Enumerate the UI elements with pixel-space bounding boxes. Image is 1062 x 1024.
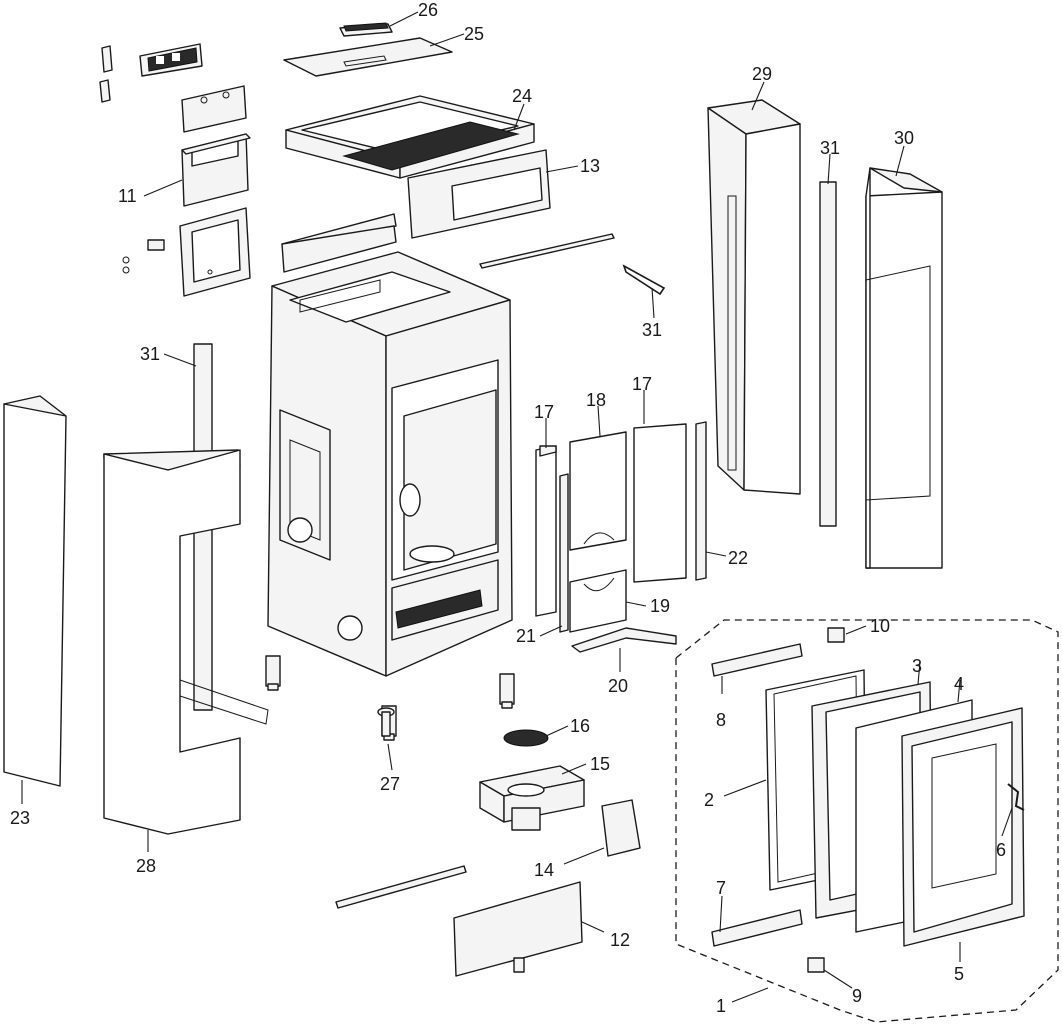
callout-8: 8: [716, 710, 726, 730]
callout-1: 1: [716, 996, 726, 1016]
part-22-top-frame: [285, 95, 535, 179]
callout-2: 2: [704, 790, 714, 810]
callout-18: 18: [586, 390, 606, 410]
callout-6: 6: [996, 840, 1006, 860]
part-29-foot: [377, 707, 395, 737]
callout-30: 31: [642, 320, 662, 340]
part-10-latch: [827, 627, 845, 643]
callout-31-right: 31: [820, 138, 840, 158]
callout-11: 11: [118, 186, 137, 206]
part-20-deflector: [571, 627, 677, 653]
part-27-left-panel: [103, 449, 269, 835]
callout-22: 24: [512, 86, 532, 106]
part-bracket-frame: [179, 207, 251, 297]
callout-20: 20: [608, 676, 628, 696]
callout-13: 13: [580, 156, 600, 176]
part-21-rail-left: [559, 473, 569, 633]
callout-27: 28: [136, 856, 156, 876]
part-small-brackets: [99, 45, 113, 103]
callout-31-left: 31: [140, 344, 160, 364]
callout-25: 23: [10, 808, 30, 828]
door-assembly-boundary: [675, 619, 1059, 1023]
callout-3: 3: [912, 656, 922, 676]
callout-5: 5: [954, 964, 964, 984]
part-bottom-rail: [335, 865, 467, 909]
part-5-door-front: [901, 707, 1025, 947]
part-18-rear-panel: [569, 431, 627, 551]
callout-15: 15: [590, 754, 610, 774]
callout-26: 29: [752, 64, 772, 84]
part-30-hook: [622, 264, 666, 296]
stove-body: [267, 251, 513, 677]
part-11-control-box: [181, 133, 251, 207]
part-bar: [281, 213, 397, 273]
part-12-bottom-plate: [453, 881, 583, 977]
callout-28: 30: [894, 128, 914, 148]
part-23-top-plate: [283, 37, 453, 77]
part-17-side-panel-right: [633, 423, 687, 583]
callouts: 26 25 24 13 11 29 31 30 31 31 18 17 17 2…: [10, 0, 1006, 1016]
callout-29: 27: [380, 774, 400, 794]
callout-24: 26: [418, 0, 438, 20]
callout-17-right: 17: [632, 374, 652, 394]
part-19-rear-lower-panel: [569, 569, 627, 633]
callout-9: 9: [852, 986, 862, 1006]
part-14-shield: [601, 799, 641, 857]
callout-7: 7: [716, 878, 726, 898]
part-21-rail-right: [695, 421, 707, 581]
part-13-back-bracket: [407, 149, 551, 239]
callout-16: 16: [570, 716, 590, 736]
callout-21-right: 22: [728, 548, 748, 568]
callout-10: 10: [870, 616, 890, 636]
callout-17-left: 17: [534, 402, 554, 422]
callout-23: 25: [464, 24, 484, 44]
part-24-top-grille: [339, 22, 393, 37]
part-display-plate: [181, 85, 247, 133]
part-8-upper-hinge: [711, 643, 803, 677]
part-small-clips: [122, 239, 165, 274]
callout-4: 4: [954, 674, 964, 694]
part-control-panel: [139, 43, 203, 77]
part-rod: [479, 233, 615, 269]
part-25-left-side: [3, 395, 67, 787]
part-16-grate: [503, 729, 549, 747]
part-9-latch: [807, 957, 825, 973]
part-7-lower-hinge: [711, 909, 803, 947]
callout-19: 19: [650, 596, 670, 616]
part-26-right-side: [707, 99, 801, 495]
callout-14: 14: [534, 860, 554, 880]
part-17-side-panel-left: [535, 445, 557, 617]
leader-lines: [21, 11, 1013, 1003]
part-31-rail-right: [819, 181, 837, 527]
part-6-handle: [1007, 783, 1025, 811]
callout-21-left: 21: [516, 626, 536, 646]
part-15-burn-pot: [479, 765, 585, 831]
callout-12: 12: [610, 930, 630, 950]
part-28-right-panel: [865, 167, 943, 569]
